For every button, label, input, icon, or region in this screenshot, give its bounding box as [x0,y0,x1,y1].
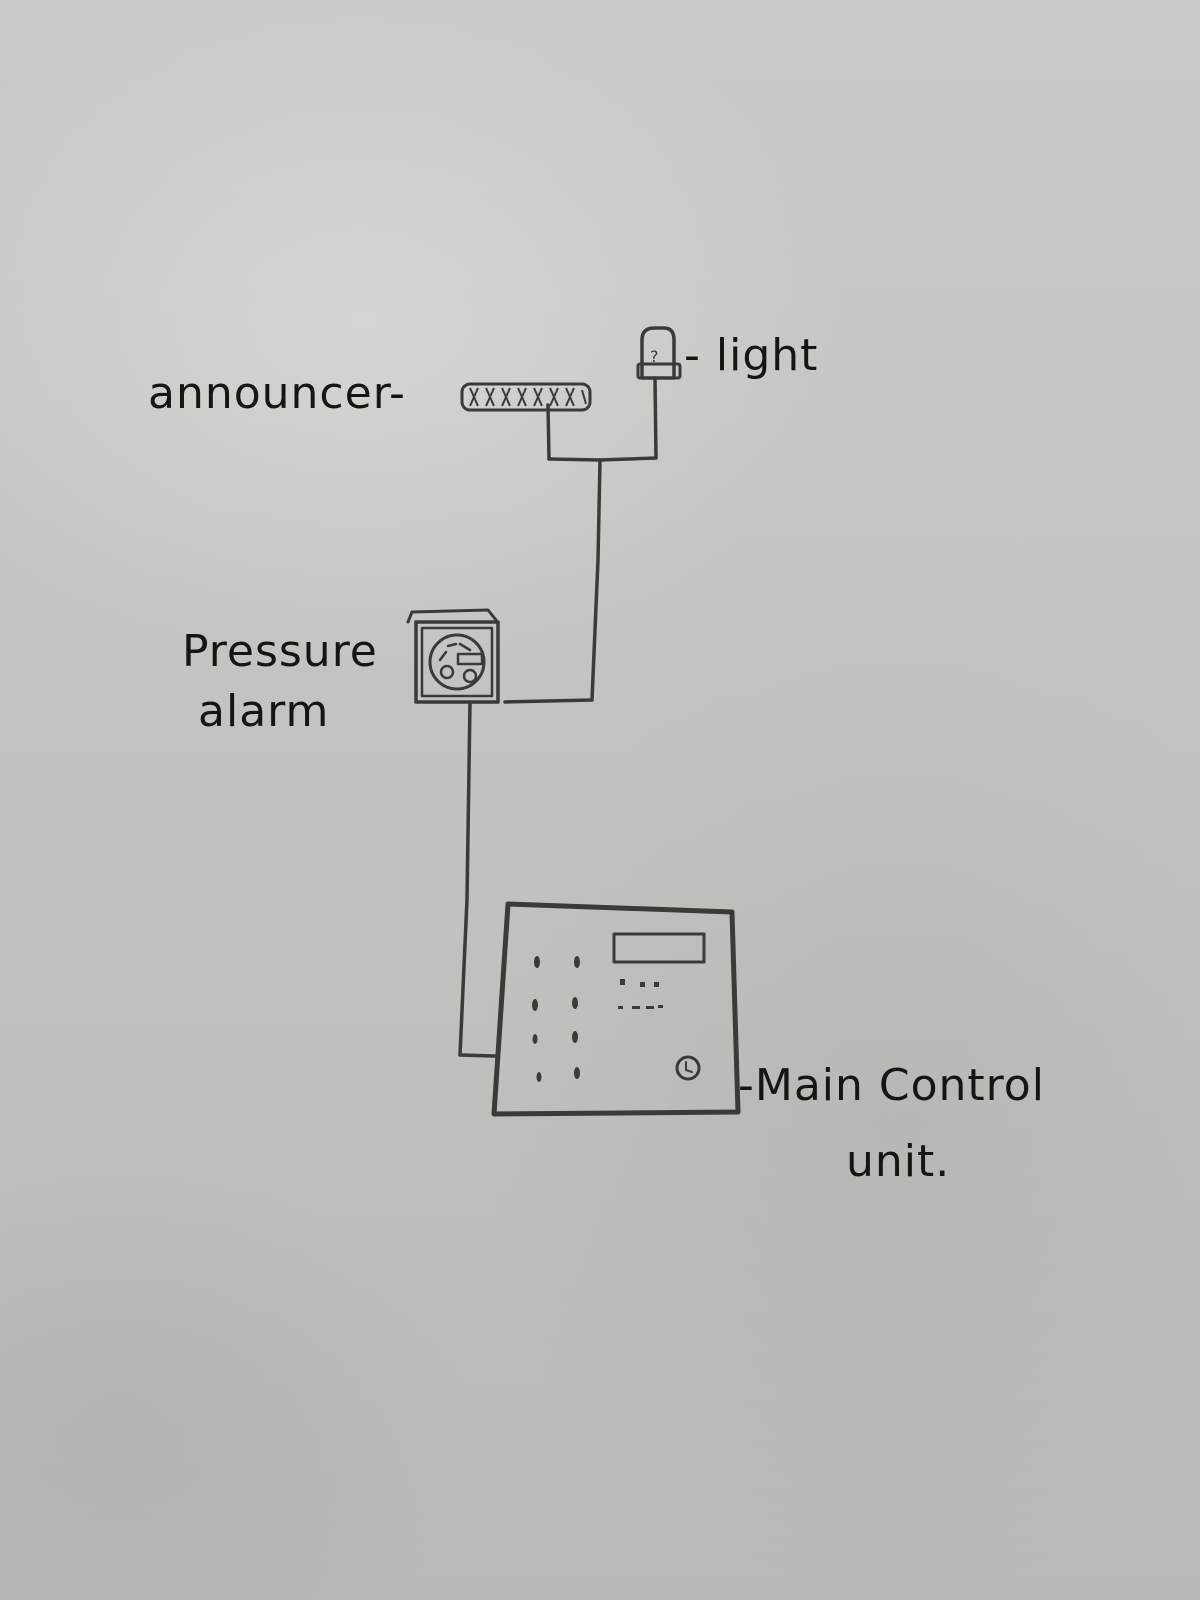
pressure-alarm-label-line2: alarm [198,686,329,737]
pressure-alarm-label-line1: Pressure [182,626,378,677]
announcer-speaker-icon [460,382,592,412]
wire-announcer-drop [546,403,602,462]
announcer-label: announcer- [148,368,406,419]
wire-trunk [503,458,602,704]
main-control-label-line1: -Main Control [738,1060,1045,1111]
light-beacon-icon: ? [636,326,682,380]
svg-text:?: ? [650,347,659,366]
wire-alarm-to-control [458,700,497,1058]
main-control-unit-panel-icon [491,901,741,1117]
labels: announcer- - light Pressure alarm -Main … [148,330,1045,1187]
main-control-label-line2: unit. [846,1136,950,1187]
wires [458,376,658,1058]
light-label: - light [684,330,818,381]
wire-light-drop [598,376,658,462]
pressure-alarm-gauge-icon [406,608,500,704]
